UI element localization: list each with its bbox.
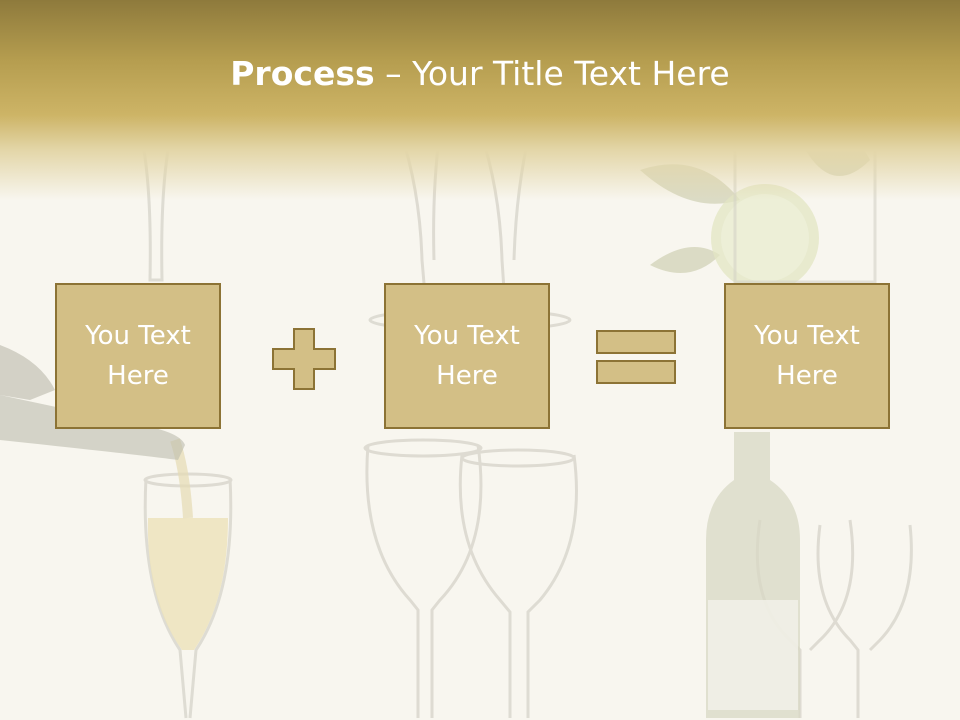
box-2-line-2: Here xyxy=(436,361,498,391)
title-rest: – Your Title Text Here xyxy=(374,54,730,93)
plus-icon xyxy=(272,328,336,390)
header-band xyxy=(0,0,960,200)
process-box-2[interactable]: You Text Here xyxy=(384,283,550,429)
flute-bottom-left xyxy=(143,477,233,719)
slide-title: Process – Your Title Text Here xyxy=(0,52,960,96)
box-3-line-2: Here xyxy=(776,361,838,391)
process-box-1[interactable]: You Text Here xyxy=(55,283,221,429)
process-box-3[interactable]: You Text Here xyxy=(724,283,890,429)
leaf-2 xyxy=(650,247,720,273)
box-1-line-1: You Text xyxy=(85,321,191,351)
title-bold: Process xyxy=(230,54,375,93)
box-1-line-2: Here xyxy=(107,361,169,391)
wine-glass-br-b xyxy=(816,524,913,718)
box-3-line-1: You Text xyxy=(754,321,860,351)
champagne-liquid xyxy=(147,518,228,650)
wine-glass-left xyxy=(365,444,483,718)
bottle-label xyxy=(708,600,798,710)
box-2-line-1: You Text xyxy=(414,321,520,351)
wine-glass-right xyxy=(458,454,578,718)
equals-icon xyxy=(596,330,676,384)
hand xyxy=(0,345,55,400)
